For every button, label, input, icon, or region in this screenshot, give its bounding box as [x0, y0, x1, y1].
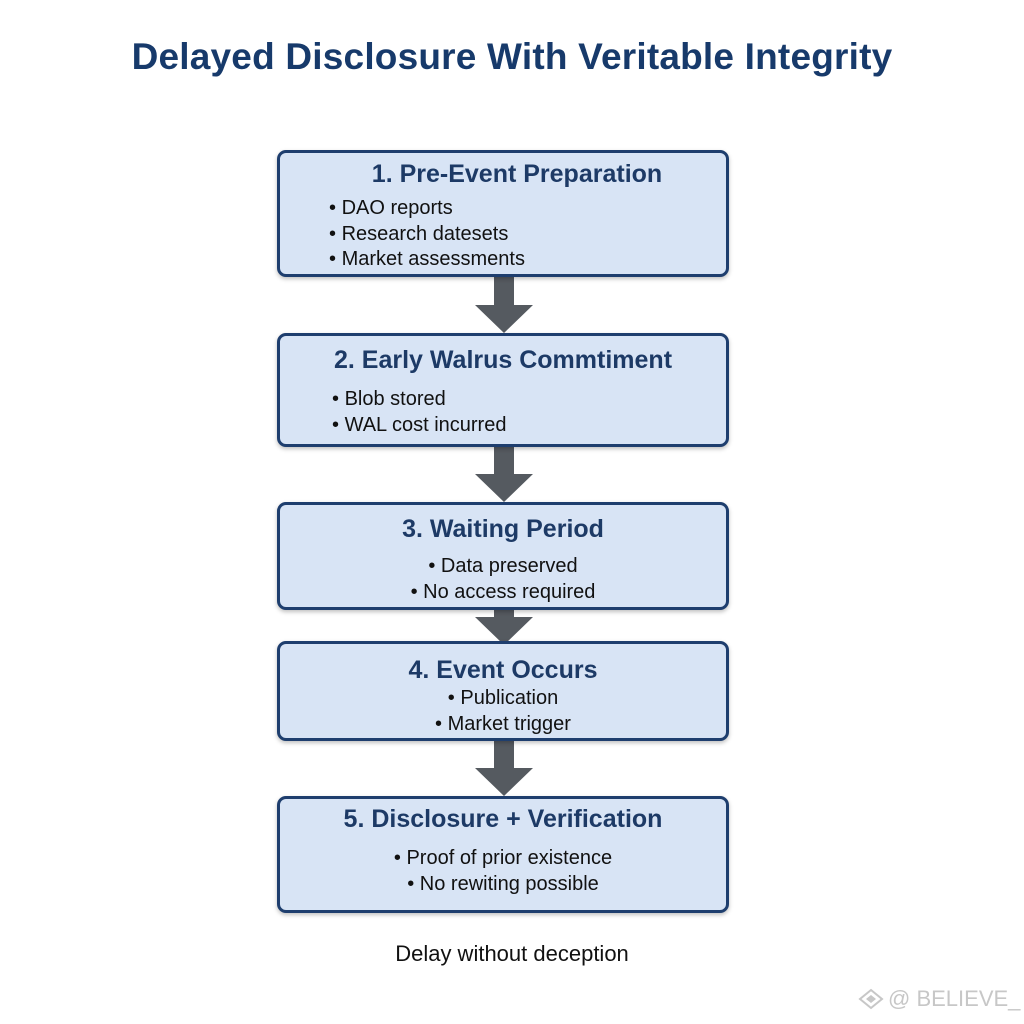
bullet-item: Publication [280, 686, 726, 712]
step-bullets-1: DAO reports Research datesets Market ass… [280, 196, 775, 273]
bullet-item: WAL cost incurred [332, 413, 778, 439]
down-arrow-icon [475, 277, 533, 333]
step-heading-2: 2. Early Walrus Commtiment [333, 346, 673, 374]
down-arrow-icon [475, 447, 533, 502]
bullet-item: Market assessments [329, 247, 775, 273]
watermark-text: @ BELIEVE_ [888, 986, 1021, 1011]
step-heading-3: 3. Waiting Period [402, 515, 604, 543]
bullet-item: Blob stored [332, 387, 778, 413]
bullet-item: No access required [280, 580, 726, 606]
diagram-title: Delayed Disclosure With Veritable Integr… [131, 36, 893, 77]
step-box-5: 5. Disclosure + Verification Proof of pr… [277, 796, 729, 913]
bullet-item: Data preserved [280, 554, 726, 580]
flow-arrow-2 [475, 447, 533, 502]
step-heading-1: 1. Pre-Event Preparation [371, 160, 663, 188]
bullet-item: Proof of prior existence [280, 846, 726, 872]
step-box-3: 3. Waiting Period Data preserved No acce… [277, 502, 729, 610]
step-box-1: 1. Pre-Event Preparation DAO reports Res… [277, 150, 729, 277]
bullet-item: Market trigger [280, 712, 726, 738]
step-bullets-5: Proof of prior existence No rewiting pos… [280, 846, 726, 897]
flow-arrow-4 [475, 741, 533, 796]
step-box-2: 2. Early Walrus Commtiment Blob stored W… [277, 333, 729, 447]
flow-arrow-3 [475, 607, 533, 645]
flow-arrow-1 [475, 277, 533, 333]
believe-logo-icon [858, 988, 884, 1010]
bullet-item: Research datesets [329, 222, 775, 248]
step-box-4: 4. Event Occurs Publication Market trigg… [277, 641, 729, 741]
diagram-caption: Delay without deception [395, 941, 629, 966]
step-heading-4: 4. Event Occurs [408, 656, 598, 684]
bullet-item: DAO reports [329, 196, 775, 222]
down-arrow-icon [475, 741, 533, 796]
watermark: @ BELIEVE_ [858, 986, 1020, 1012]
step-bullets-4: Publication Market trigger [280, 686, 726, 737]
step-heading-5: 5. Disclosure + Verification [343, 805, 663, 833]
down-arrow-icon [475, 607, 533, 645]
step-bullets-3: Data preserved No access required [280, 554, 726, 605]
step-bullets-2: Blob stored WAL cost incurred [280, 387, 778, 438]
bullet-item: No rewiting possible [280, 872, 726, 898]
